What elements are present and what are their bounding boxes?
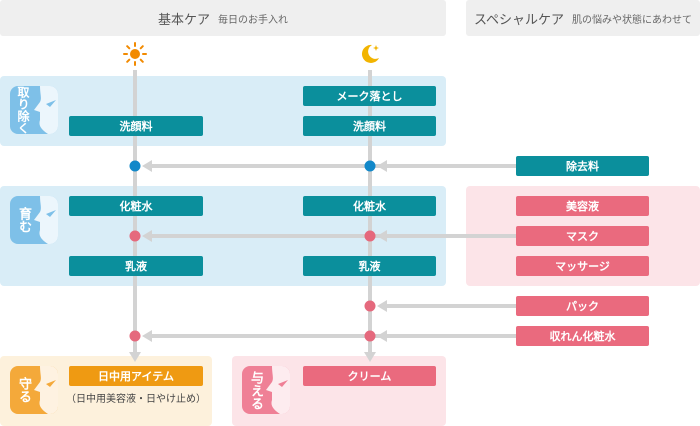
dot-night-pack xyxy=(364,300,376,312)
astringent-arrowhead-morning xyxy=(142,330,152,342)
horizontal-lines xyxy=(142,160,517,342)
protect-badge: 守る xyxy=(10,366,58,414)
give-badge-label: 与える xyxy=(248,370,263,410)
vertical-lines xyxy=(129,70,376,362)
morning-wash-item: 洗顔料 xyxy=(69,116,203,136)
special-care-subtitle: 肌の悩みや状態にあわせて xyxy=(572,14,693,26)
special-care-header: スペシャルケア 肌の悩みや状態にあわせて xyxy=(466,0,700,36)
face-profile-icon xyxy=(34,366,58,414)
junction-dots xyxy=(129,160,376,342)
basic-care-header: 基本ケア 毎日のお手入れ xyxy=(0,0,446,36)
night-cream-item: クリーム xyxy=(303,366,436,386)
protect-badge-label: 守る xyxy=(16,377,31,403)
special-mask-item: マスク xyxy=(516,226,649,246)
remover-arrowhead-night xyxy=(377,160,387,172)
morning-milk-item: 乳液 xyxy=(69,256,203,276)
night-makeup-remover-item: メーク落とし xyxy=(303,86,436,106)
face-profile-icon xyxy=(266,366,290,414)
mask-arrowhead-morning xyxy=(142,230,152,242)
face-profile-icon xyxy=(34,196,58,244)
moon-icon xyxy=(361,44,379,63)
dot-morning-remover xyxy=(129,160,141,172)
dot-morning-mask xyxy=(129,230,141,242)
special-pack-item: パック xyxy=(516,296,649,316)
remove-badge: 取り除く xyxy=(10,86,58,134)
pack-arrowhead-night xyxy=(377,300,387,312)
special-massage-item: マッサージ xyxy=(516,256,649,276)
basic-care-subtitle: 毎日のお手入れ xyxy=(218,14,288,26)
night-lotion-item: 化粧水 xyxy=(303,196,436,216)
morning-flow-arrowhead xyxy=(129,352,141,362)
special-serum-item: 美容液 xyxy=(516,196,649,216)
dot-night-astringent xyxy=(364,330,376,342)
nurture-badge-label: 育む xyxy=(16,207,31,233)
special-care-title: スペシャルケア xyxy=(473,12,565,28)
dot-night-remover xyxy=(364,160,376,172)
remove-badge-label: 取り除く xyxy=(16,86,30,134)
remover-arrowhead-morning xyxy=(142,160,152,172)
special-remover-item: 除去料 xyxy=(516,156,649,176)
night-milk-item: 乳液 xyxy=(303,256,436,276)
nurture-badge: 育む xyxy=(10,196,58,244)
morning-lotion-item: 化粧水 xyxy=(69,196,203,216)
basic-care-title: 基本ケア xyxy=(157,12,210,28)
day-item-note: （日中用美容液・日やけ止め） xyxy=(66,394,206,405)
mask-arrowhead-night xyxy=(377,230,387,242)
sun-icon xyxy=(123,42,147,66)
dot-night-mask xyxy=(364,230,376,242)
dot-morning-astringent xyxy=(129,330,141,342)
give-badge: 与える xyxy=(242,366,290,414)
special-astringent-item: 収れん化粧水 xyxy=(516,326,649,346)
astringent-arrowhead-night xyxy=(377,330,387,342)
day-item: 日中用アイテム xyxy=(69,366,203,386)
night-flow-arrowhead xyxy=(364,352,376,362)
face-profile-icon xyxy=(34,86,58,134)
night-wash-item: 洗顔料 xyxy=(303,116,436,136)
